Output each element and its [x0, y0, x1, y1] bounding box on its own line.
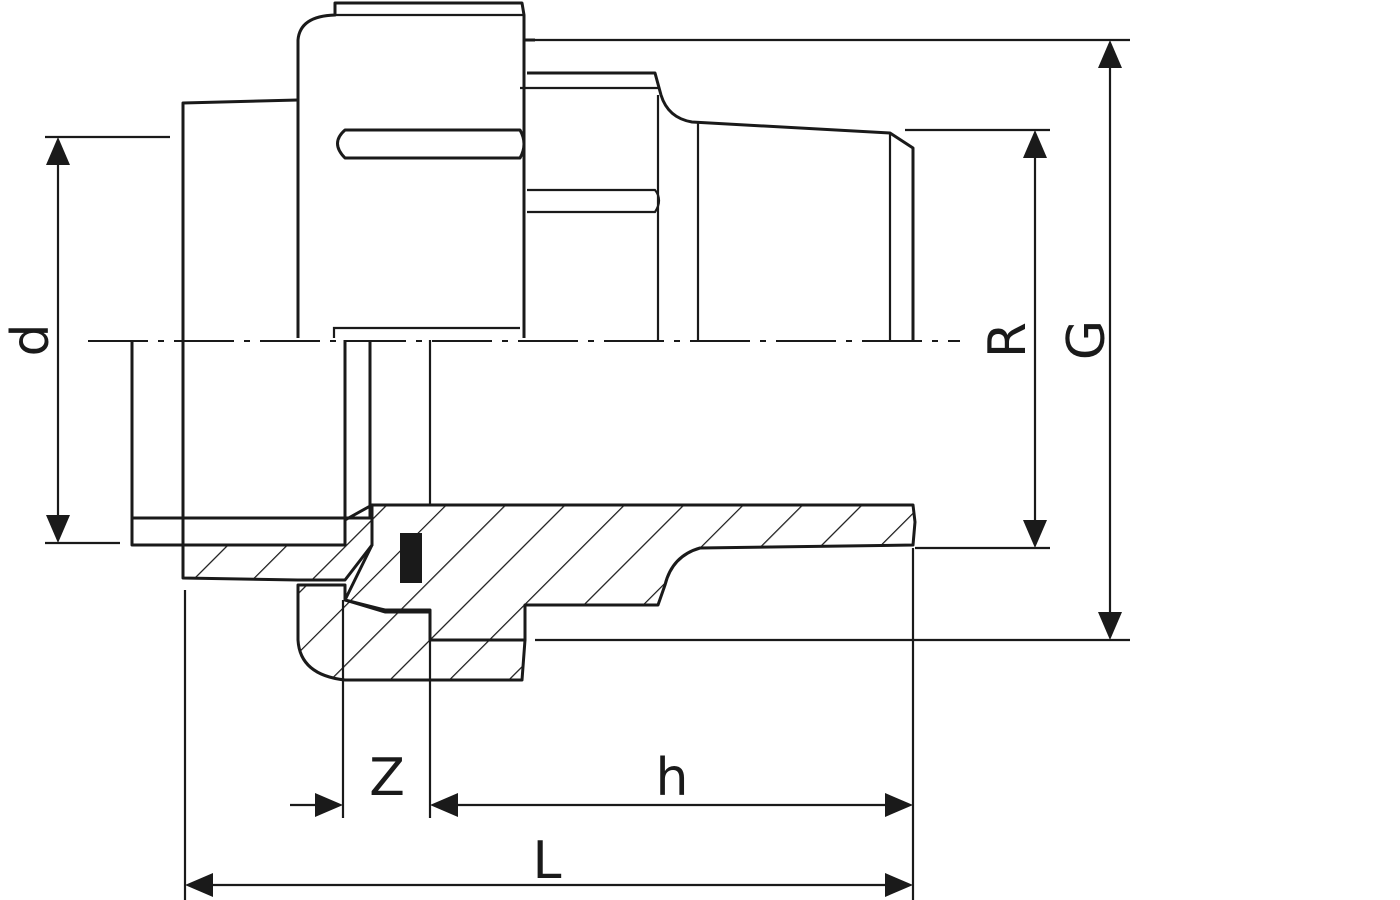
tail-section — [343, 503, 917, 642]
label-G: G — [1057, 320, 1117, 360]
label-L: L — [533, 831, 562, 891]
label-h: h — [656, 748, 689, 808]
dimension-Z: Z — [290, 748, 405, 817]
union-nut-outline — [296, 1, 526, 338]
nut-slot — [336, 128, 526, 160]
dimension-R: R — [978, 130, 1047, 548]
label-Z: Z — [369, 748, 405, 808]
label-R: R — [978, 322, 1038, 358]
pipe-end — [130, 340, 372, 547]
tail-outline-upper — [524, 38, 915, 340]
dimension-h: h — [430, 748, 913, 817]
nut-section — [296, 583, 527, 682]
tail-groove — [527, 188, 661, 214]
dimension-L: L — [185, 831, 913, 897]
dimension-G: G — [1057, 40, 1122, 640]
label-d: d — [1, 323, 61, 356]
nut-inner — [332, 326, 520, 338]
socket-outline — [181, 98, 299, 578]
o-ring-seal — [400, 533, 422, 583]
extension-lines — [45, 38, 1130, 900]
dimension-d: d — [1, 137, 70, 543]
